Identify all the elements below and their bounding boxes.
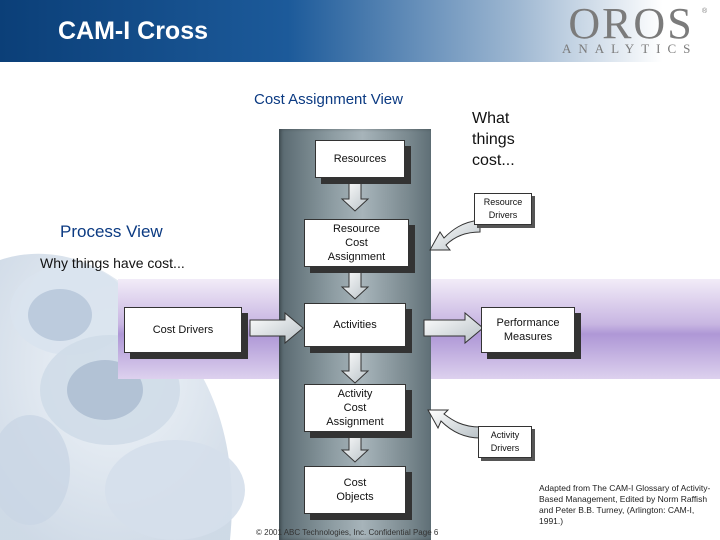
process-view-subtitle: Why things have cost... <box>40 255 185 271</box>
activity-drivers-box: Activity Drivers <box>478 426 532 458</box>
resource-drivers-box: Resource Drivers <box>474 193 532 225</box>
oros-logo-wordmark: OROS <box>568 0 694 48</box>
activity-cost-assignment-box: Activity Cost Assignment <box>304 384 406 432</box>
resource-cost-assignment-box: Resource Cost Assignment <box>304 219 409 267</box>
performance-measures-box: Performance Measures <box>481 307 575 353</box>
cost-drivers-box: Cost Drivers <box>124 307 242 353</box>
registered-mark: ® <box>702 8 708 15</box>
oros-logo-tagline: ANALYTICS <box>562 41 698 56</box>
performance-measures-label: Performance Measures <box>496 317 560 343</box>
activity-drivers-label: Activity Drivers <box>490 430 520 453</box>
cost-drivers-label: Cost Drivers <box>152 324 214 336</box>
resource-drivers-label: Resource Drivers <box>483 197 523 220</box>
slide-title: CAM-I Cross <box>58 17 209 45</box>
activity-cost-assignment-label: Activity Cost Assignment <box>326 388 384 428</box>
arrow-resource-drivers <box>429 219 481 251</box>
citation-note: Adapted from The CAM-I Glossary of Activ… <box>539 483 711 526</box>
cost-view-question: What things cost... <box>472 110 515 169</box>
header-bar <box>0 0 720 62</box>
resources-label: Resources <box>333 153 387 165</box>
arrow-activity-drivers <box>427 409 481 439</box>
process-view-title: Process View <box>60 222 163 241</box>
cost-view-title: Cost Assignment View <box>254 91 403 108</box>
activities-box: Activities <box>304 303 406 347</box>
activities-label: Activities <box>333 319 377 331</box>
resources-box: Resources <box>315 140 405 178</box>
cost-objects-box: Cost Objects <box>304 466 406 514</box>
resource-cost-assignment-label: Resource Cost Assignment <box>327 223 386 263</box>
copyright-footer: © 2001 ABC Technologies, Inc. Confidenti… <box>256 528 439 537</box>
binoculars-image <box>0 253 245 540</box>
cost-objects-label: Cost Objects <box>336 477 374 503</box>
